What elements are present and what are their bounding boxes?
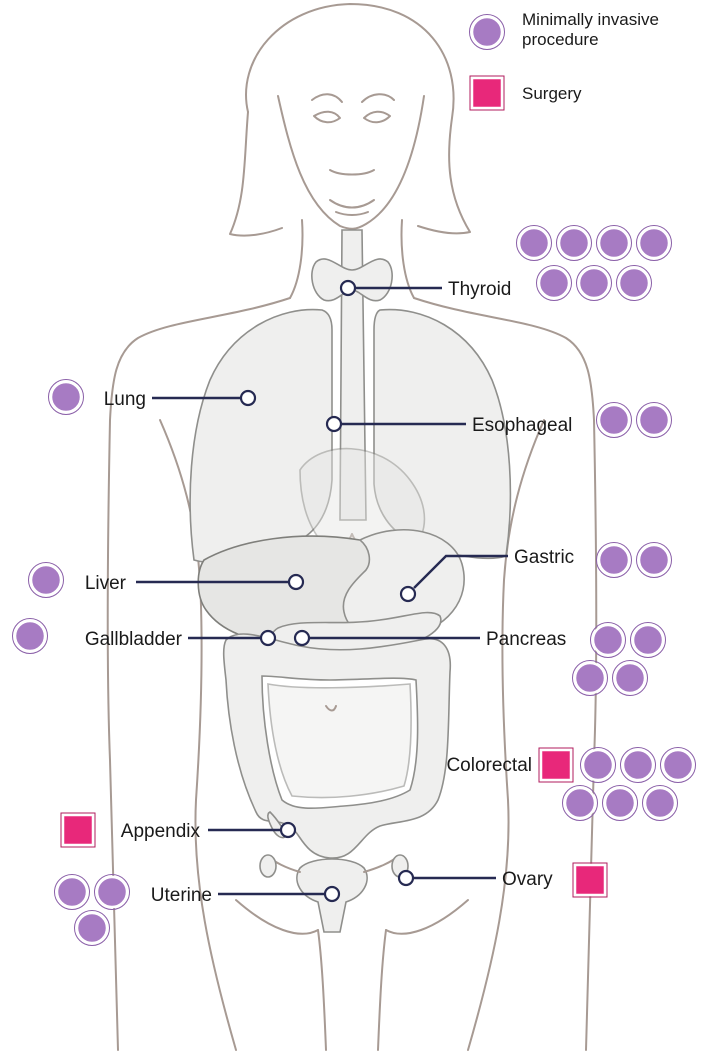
thyroid-minimally-invasive-marker xyxy=(639,228,669,258)
pancreas-minimally-invasive-marker xyxy=(593,625,623,655)
ovary-marker xyxy=(399,871,413,885)
pancreas-minimally-invasive-marker xyxy=(575,663,605,693)
legend-minimally-invasive-marker xyxy=(472,17,502,47)
colorectal-minimally-invasive-marker xyxy=(663,750,693,780)
label-gallbladder: Gallbladder xyxy=(85,629,183,650)
legend-surgery-label: Surgery xyxy=(522,84,582,103)
colorectal-minimally-invasive-marker xyxy=(605,788,635,818)
thyroid-minimally-invasive-marker xyxy=(559,228,589,258)
liver-marker xyxy=(289,575,303,589)
legend-minimally-invasive-label-1: Minimally invasive xyxy=(522,10,659,29)
gastric-minimally-invasive-marker xyxy=(599,545,629,575)
ovary-surgery-marker xyxy=(575,865,605,895)
thyroid-minimally-invasive-marker xyxy=(579,268,609,298)
colorectal-minimally-invasive-marker xyxy=(583,750,613,780)
uterine-minimally-invasive-marker xyxy=(57,877,87,907)
esophageal-marker xyxy=(327,417,341,431)
uterine-marker xyxy=(325,887,339,901)
label-thyroid: Thyroid xyxy=(448,279,511,300)
esophageal-minimally-invasive-marker xyxy=(599,405,629,435)
label-lung: Lung xyxy=(104,389,146,410)
uterine-minimally-invasive-marker xyxy=(77,913,107,943)
thyroid-minimally-invasive-marker xyxy=(539,268,569,298)
esophageal-minimally-invasive-marker xyxy=(639,405,669,435)
pancreas-marker xyxy=(295,631,309,645)
label-liver: Liver xyxy=(85,573,127,594)
uterine-minimally-invasive-marker xyxy=(97,877,127,907)
label-appendix: Appendix xyxy=(121,821,201,842)
legend-surgery-marker xyxy=(472,78,502,108)
label-pancreas: Pancreas xyxy=(486,629,566,650)
label-gastric: Gastric xyxy=(514,547,574,568)
thyroid-minimally-invasive-marker xyxy=(619,268,649,298)
colorectal-minimally-invasive-marker xyxy=(565,788,595,818)
legend: Minimally invasive procedure Surgery xyxy=(470,10,659,110)
lung-marker xyxy=(241,391,255,405)
pancreas-minimally-invasive-marker xyxy=(633,625,663,655)
pancreas-minimally-invasive-marker xyxy=(615,663,645,693)
gastric-marker xyxy=(401,587,415,601)
lung-minimally-invasive-marker xyxy=(51,382,81,412)
appendix-surgery-marker xyxy=(63,815,93,845)
thyroid-minimally-invasive-marker xyxy=(519,228,549,258)
colorectal-minimally-invasive-marker xyxy=(645,788,675,818)
appendix-marker xyxy=(281,823,295,837)
thyroid-marker xyxy=(341,281,355,295)
ovary-left-organ xyxy=(260,855,276,877)
gallbladder-marker xyxy=(261,631,275,645)
legend-minimally-invasive-label-2: procedure xyxy=(522,30,599,49)
colorectal-surgery-marker xyxy=(541,750,571,780)
label-ovary: Ovary xyxy=(502,869,553,890)
gastric-minimally-invasive-marker xyxy=(639,545,669,575)
gallbladder-minimally-invasive-marker xyxy=(15,621,45,651)
liver-minimally-invasive-marker xyxy=(31,565,61,595)
label-colorectal: Colorectal xyxy=(446,755,532,776)
thyroid-minimally-invasive-marker xyxy=(599,228,629,258)
label-uterine: Uterine xyxy=(151,885,212,906)
label-esophageal: Esophageal xyxy=(472,415,572,436)
colorectal-minimally-invasive-marker xyxy=(623,750,653,780)
